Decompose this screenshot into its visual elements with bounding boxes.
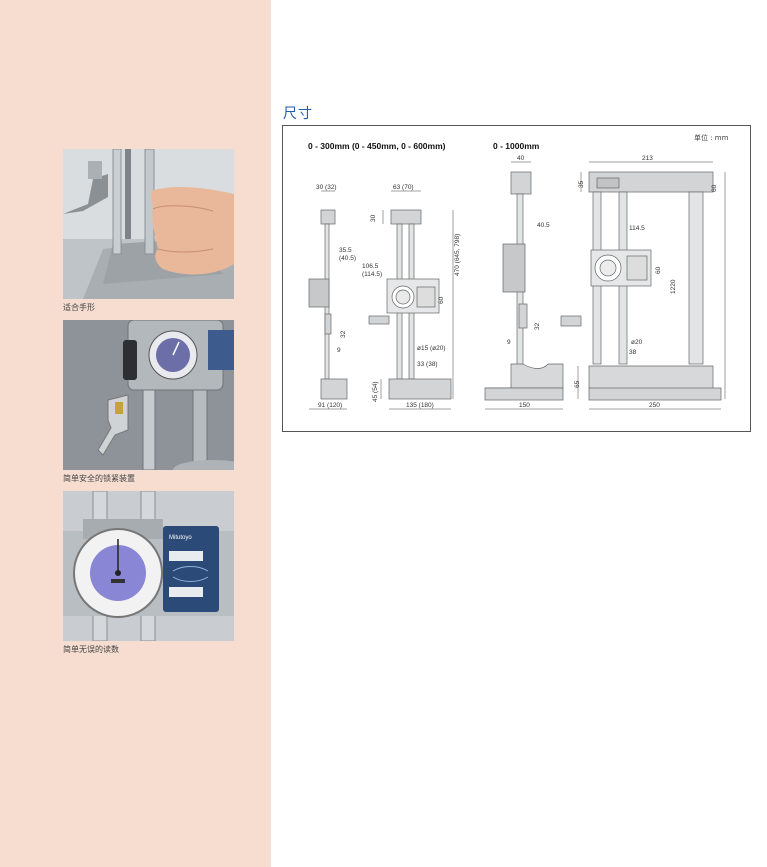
caption-3: 简单无误的读数 [63, 645, 119, 654]
dim-small-phi15: ø15 (ø20) [417, 345, 446, 352]
dim-small-offset-b: 106.5 [362, 263, 379, 270]
small-gauge-drawing [308, 209, 452, 400]
dim-small-offset-a2: (40.5) [339, 255, 356, 262]
caption-1: 适合手形 [63, 303, 95, 312]
dim-small-offset-a: 35.5 [339, 247, 352, 254]
unit-label: 单位 : mm [694, 133, 729, 142]
dim-large-thirtyeight: 38 [629, 349, 637, 356]
dim-small-scriber: 32 [340, 330, 347, 338]
dim-large-dial-h: 60 [655, 266, 662, 274]
dim-small-nine: 9 [337, 347, 341, 354]
dim-large-base-w1: 150 [519, 402, 530, 409]
dim-small-head-width: 63 (70) [393, 184, 414, 191]
dim-small-height: 470 (645, 798) [454, 234, 461, 276]
section-title: 尺寸 [283, 106, 313, 122]
dim-large-scriber: 32 [534, 322, 541, 330]
dim-small-base-w2: 135 (180) [406, 402, 434, 409]
dim-large-height: 1220 [670, 279, 677, 294]
dim-small-head-height: 30 [370, 214, 377, 222]
dim-large-top-h: 35 [578, 180, 585, 188]
dim-small-dial-h: 60 [438, 296, 445, 304]
caption-2: 简单安全的锁紧装置 [63, 474, 135, 483]
dim-large-nine: 9 [507, 339, 511, 346]
dim-small-base-w1: 91 (120) [318, 402, 342, 409]
dim-large-phi20: ø20 [631, 339, 643, 346]
dim-small-offset-b2: (114.5) [362, 271, 382, 278]
dim-large-overall-w: 213 [642, 155, 653, 162]
dim-small-base-h: 45 (54) [372, 381, 379, 402]
range-label-large: 0 - 1000mm [493, 141, 540, 151]
dim-large-top-width: 40 [517, 155, 525, 162]
dim-small-thirtythree: 33 (38) [417, 361, 438, 368]
dim-large-base-w2: 250 [649, 402, 660, 409]
photo-lock-clamp [63, 320, 234, 470]
dim-large-base-h: 65 [574, 380, 581, 388]
dim-small-top-width: 30 (32) [316, 184, 337, 191]
photo-dial-readout: Mitutoyo [63, 491, 234, 641]
dim-large-offset: 40.5 [537, 222, 550, 229]
range-label-small: 0 - 300mm (0 - 450mm, 0 - 600mm) [308, 141, 446, 151]
dimensions-diagram: 单位 : mm 0 - 300mm (0 - 450mm, 0 - 600mm)… [282, 125, 751, 432]
dim-large-offset2: 114.5 [629, 225, 645, 232]
large-gauge-drawing [484, 171, 722, 401]
dim-large-top-h2: 60 [711, 184, 718, 192]
dial-brand-text: Mitutoyo [169, 535, 192, 541]
photo-hand-grip [63, 149, 234, 299]
